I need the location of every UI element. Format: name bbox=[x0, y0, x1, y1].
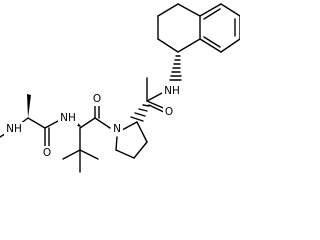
bond bbox=[199, 38, 222, 53]
bond bbox=[203, 36, 221, 48]
hash-bond bbox=[130, 104, 150, 122]
bond bbox=[203, 8, 221, 20]
label-bg bbox=[162, 84, 182, 98]
bond bbox=[62, 149, 81, 160]
bond bbox=[177, 3, 201, 17]
molecule-structure: NH O N O NH O NH bbox=[0, 3, 240, 173]
bond bbox=[79, 149, 99, 160]
bond bbox=[142, 104, 150, 107]
atom-label-o-ala: O bbox=[43, 147, 51, 159]
bond bbox=[130, 116, 144, 122]
bond bbox=[79, 117, 96, 129]
atom-label-o-amide: O bbox=[165, 106, 173, 118]
bond bbox=[177, 38, 201, 53]
bond bbox=[121, 121, 138, 131]
label-bg bbox=[41, 146, 53, 160]
bond bbox=[134, 112, 146, 117]
label-bg bbox=[163, 105, 175, 119]
bond bbox=[44, 120, 59, 129]
label-bg bbox=[58, 111, 78, 125]
bond bbox=[115, 136, 118, 151]
bond bbox=[138, 108, 148, 112]
bond bbox=[157, 38, 179, 53]
bond bbox=[136, 121, 148, 143]
atom-label-nh-methyl: NH bbox=[6, 123, 22, 135]
bond bbox=[157, 3, 179, 17]
bond bbox=[220, 3, 240, 17]
bond bbox=[77, 123, 81, 127]
bond bbox=[27, 117, 46, 129]
label-bg bbox=[91, 92, 103, 106]
atom-label-o-tle: O bbox=[93, 93, 101, 105]
label-bg bbox=[111, 122, 123, 136]
bond bbox=[133, 141, 148, 159]
bond bbox=[146, 91, 165, 102]
hash-bond bbox=[169, 55, 182, 81]
bond bbox=[115, 149, 135, 159]
pyrrolidine-ring bbox=[115, 121, 148, 159]
bond bbox=[220, 38, 240, 53]
atom-label-n-proline: N bbox=[113, 123, 121, 135]
atom-label-nh-amide: NH bbox=[164, 85, 180, 97]
wedge-bond bbox=[27, 94, 31, 118]
bond bbox=[199, 3, 222, 17]
bond bbox=[94, 117, 111, 129]
label-bg bbox=[4, 122, 24, 136]
tetralin-ring bbox=[157, 3, 240, 53]
atom-label-nh-mid: NH bbox=[60, 112, 76, 124]
